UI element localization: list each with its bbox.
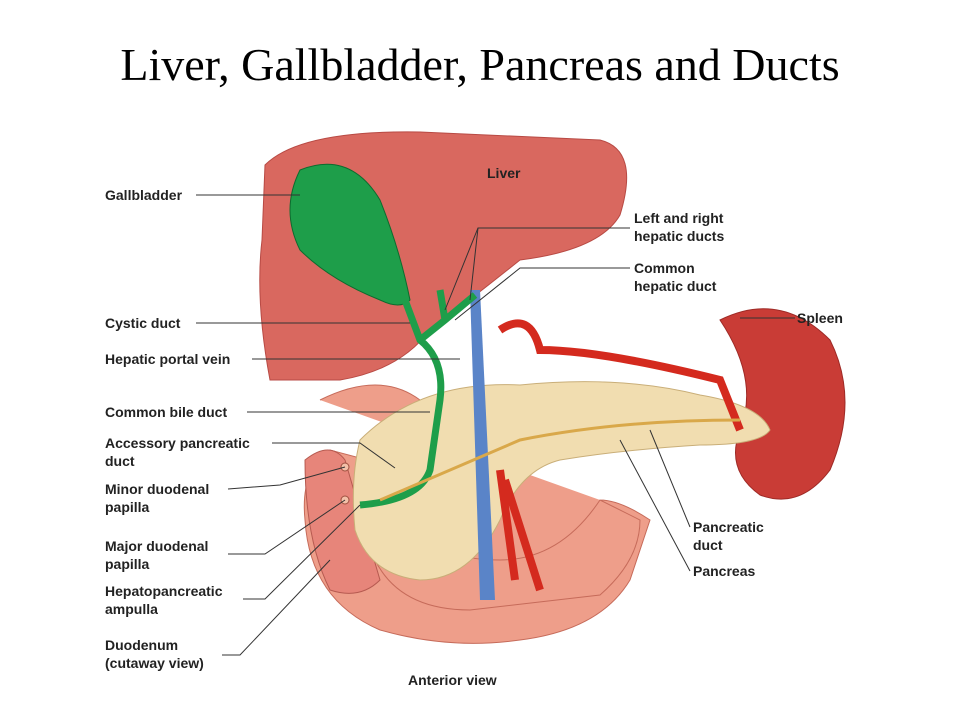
label-hepatic-portal-vein: Hepatic portal vein xyxy=(105,351,231,367)
label-line: Left and right xyxy=(634,210,724,226)
label-line: Accessory pancreatic xyxy=(105,435,250,451)
label-major-duodenal-papilla: Major duodenal papilla xyxy=(105,537,208,573)
label-line: (cutaway view) xyxy=(105,655,204,671)
label-liver: Liver xyxy=(487,165,521,181)
label-accessory-pancreatic-duct: Accessory pancreatic duct xyxy=(105,434,250,470)
label-line: ampulla xyxy=(105,601,158,617)
label-common-bile-duct: Common bile duct xyxy=(105,404,228,420)
label-cystic-duct: Cystic duct xyxy=(105,315,181,331)
label-spleen: Spleen xyxy=(797,310,843,326)
label-gallbladder: Gallbladder xyxy=(105,187,183,203)
label-line: papilla xyxy=(105,556,150,572)
label-line: Pancreatic xyxy=(693,519,764,535)
label-minor-duodenal-papilla: Minor duodenal papilla xyxy=(105,480,209,516)
label-line: papilla xyxy=(105,499,150,515)
label-pancreas: Pancreas xyxy=(693,563,756,579)
gallbladder xyxy=(289,163,411,306)
label-line: duct xyxy=(693,537,723,553)
artery xyxy=(496,319,744,592)
pancreatic-duct xyxy=(379,418,741,502)
label-line: Common xyxy=(634,260,695,276)
hepatic-portal-vein xyxy=(470,290,495,600)
spleen xyxy=(719,308,846,500)
label-line: Duodenum xyxy=(105,637,179,653)
label-line: Major duodenal xyxy=(105,538,209,554)
label-hepatopancreatic-ampulla: Hepatopancreatic ampulla xyxy=(105,582,222,618)
label-hepatic-ducts: Left and right hepatic ducts xyxy=(634,209,724,245)
label-line: Hepatopancreatic xyxy=(105,583,223,599)
label-duodenum: Duodenum (cutaway view) xyxy=(105,636,204,672)
label-common-hepatic-duct: Common hepatic duct xyxy=(634,259,716,295)
bile-ducts xyxy=(359,289,478,509)
label-pancreatic-duct: Pancreatic duct xyxy=(693,518,764,554)
label-anterior-view: Anterior view xyxy=(408,672,497,688)
pancreas xyxy=(352,381,771,581)
label-line: duct xyxy=(105,453,135,469)
slide-title: Liver, Gallbladder, Pancreas and Ducts xyxy=(120,39,840,90)
label-line: hepatic ducts xyxy=(634,228,725,244)
label-line: Minor duodenal xyxy=(105,481,210,497)
leader-lines xyxy=(196,194,795,656)
label-line: hepatic duct xyxy=(634,278,717,294)
